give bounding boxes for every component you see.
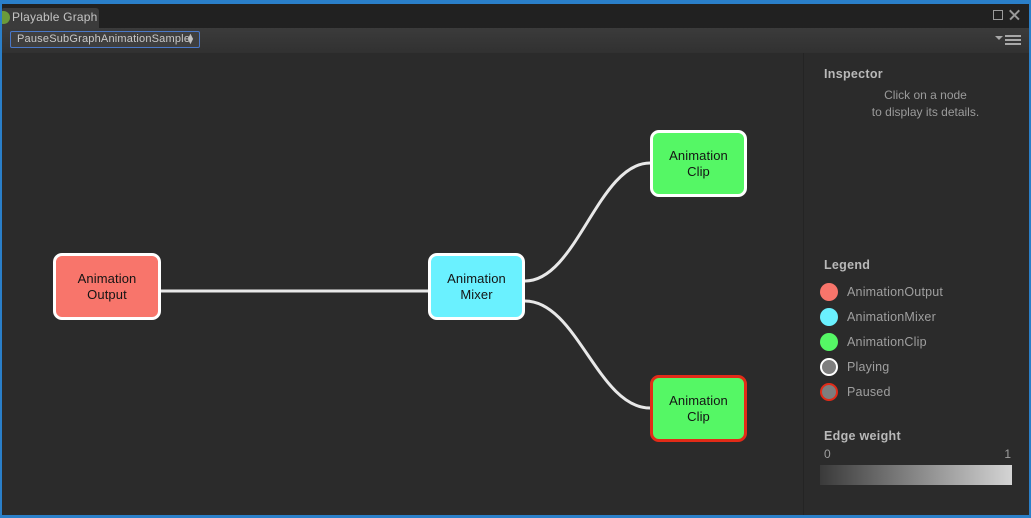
inspector-hint-line-2: to display its details. [871, 105, 980, 119]
chevron-down-icon[interactable] [995, 36, 1003, 40]
legend-swatch-playing [820, 358, 838, 376]
window-tab-bar: Playable Graph [2, 4, 1029, 28]
graph-toolbar: PauseSubGraphAnimationSample ▲▼ [2, 28, 1029, 54]
close-window-icon[interactable] [1008, 8, 1021, 21]
inspector-title: Inspector [824, 67, 883, 81]
node-label: Animation Clip [669, 147, 728, 179]
legend-title: Legend [824, 258, 871, 272]
node-animation-clip-bottom[interactable]: Animation Clip [650, 375, 747, 442]
legend-label: AnimationClip [847, 335, 927, 349]
node-animation-clip-top[interactable]: Animation Clip [650, 130, 747, 197]
graph-selector-value: PauseSubGraphAnimationSample [17, 33, 191, 45]
legend-label: Paused [847, 385, 891, 399]
legend-label: AnimationMixer [847, 310, 936, 324]
edge-weight-min-label: 0 [824, 447, 831, 461]
node-animation-output[interactable]: Animation Output [53, 253, 161, 320]
graph-edges [161, 161, 651, 410]
edge-weight-max-label: 1 [1004, 447, 1011, 461]
graph-selector-dropdown[interactable]: PauseSubGraphAnimationSample ▲▼ [10, 31, 200, 48]
tab-playable-graph[interactable]: Playable Graph [2, 8, 99, 28]
tab-label: Playable Graph [12, 10, 98, 24]
legend-swatch-paused [820, 383, 838, 401]
legend-item-paused: Paused [820, 381, 891, 403]
restore-window-icon[interactable] [993, 10, 1003, 20]
legend-item-animationoutput: AnimationOutput [820, 281, 943, 303]
legend-swatch-animationoutput [820, 283, 838, 301]
playable-graph-icon [2, 11, 10, 24]
inspector-sidebar: Inspector Click on a node to display its… [804, 53, 1029, 515]
legend-label: Playing [847, 360, 890, 374]
node-animation-mixer[interactable]: Animation Mixer [428, 253, 525, 320]
hamburger-menu-icon[interactable] [1005, 35, 1021, 46]
legend-item-animationmixer: AnimationMixer [820, 306, 936, 328]
edge-weight-gradient-bar [820, 465, 1012, 485]
inspector-hint: Click on a node to display its details. [804, 87, 1029, 121]
inspector-hint-line-1: Click on a node [884, 88, 967, 102]
edge-mixer-to-clip-bottom [524, 299, 651, 410]
node-label: Animation Clip [669, 392, 728, 424]
chevron-updown-icon: ▲▼ [186, 31, 195, 46]
graph-canvas[interactable]: Animation Output Animation Mixer Animati… [2, 53, 804, 515]
legend-swatch-animationmixer [820, 308, 838, 326]
node-label: Animation Mixer [447, 270, 506, 302]
legend-label: AnimationOutput [847, 285, 944, 299]
legend-swatch-animationclip [820, 333, 838, 351]
edge-weight-title: Edge weight [824, 429, 901, 443]
legend-item-animationclip: AnimationClip [820, 331, 927, 353]
edge-mixer-to-clip-top [524, 161, 651, 283]
legend-item-playing: Playing [820, 356, 889, 378]
node-label: Animation Output [77, 270, 137, 302]
